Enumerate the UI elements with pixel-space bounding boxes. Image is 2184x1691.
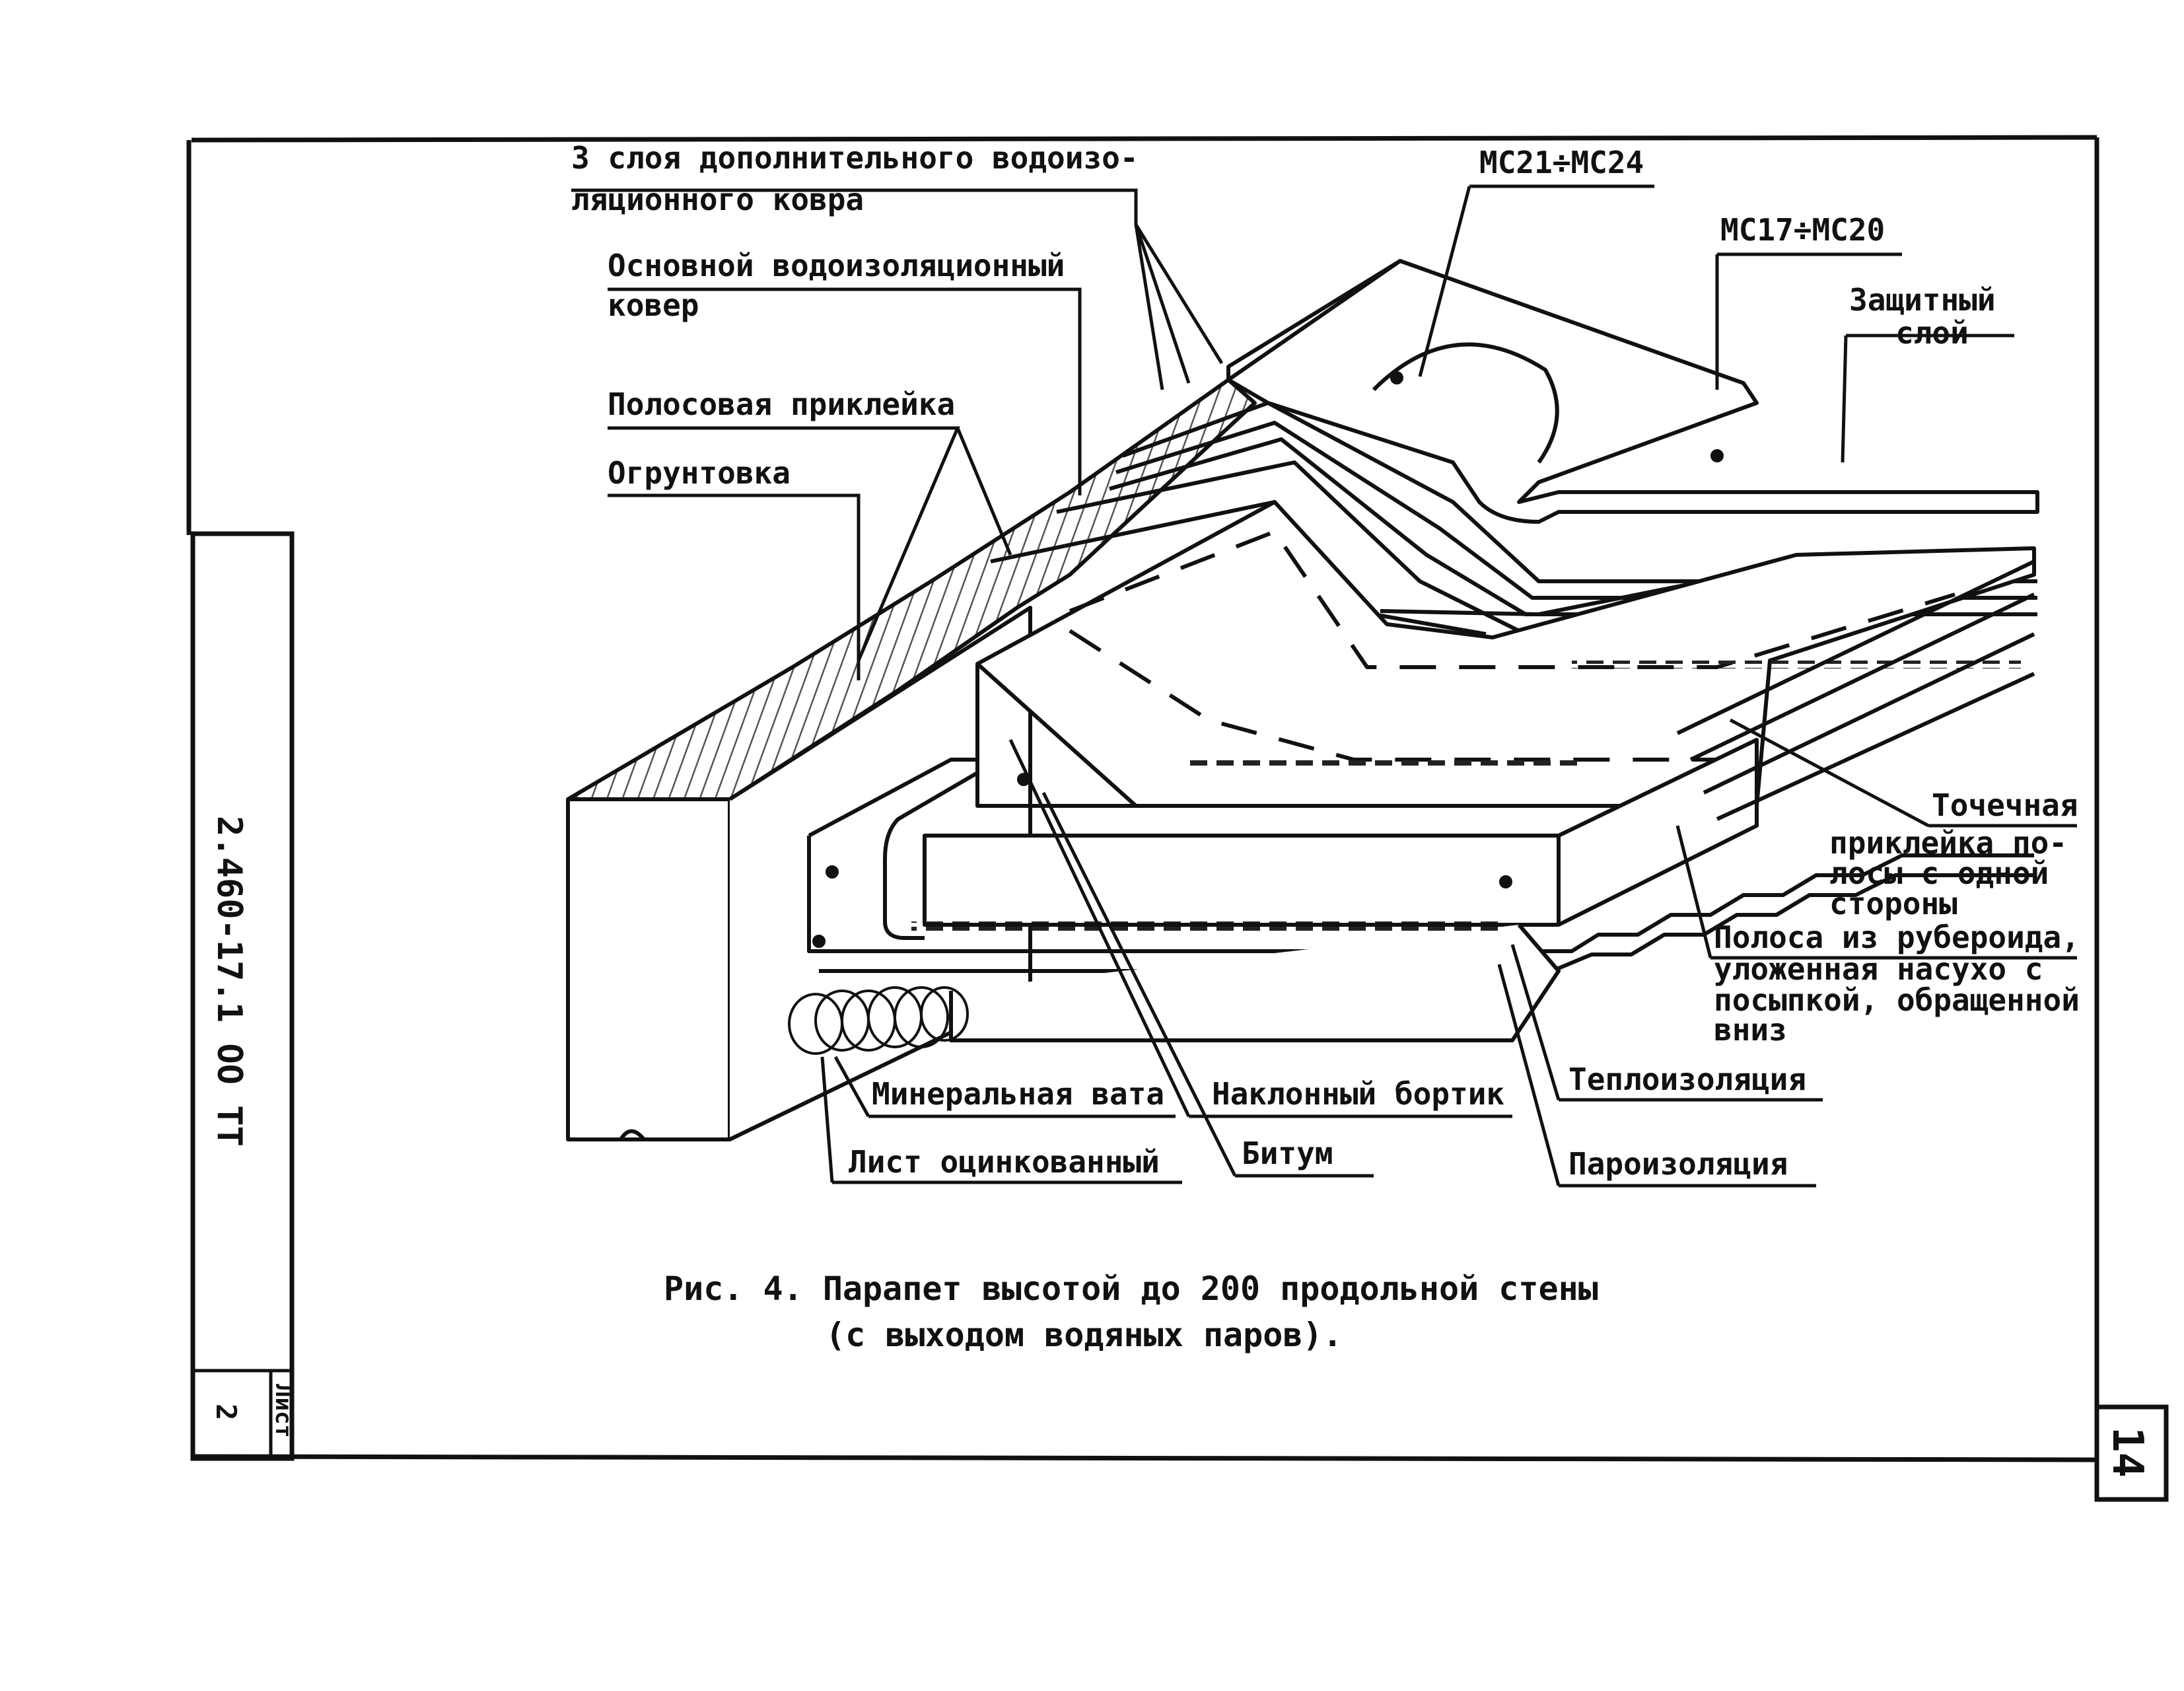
- label-ruberoid-1: Полоса из рубероида,: [1714, 919, 2080, 955]
- wall-front: [566, 797, 732, 1141]
- label-protective-2: слой: [1895, 315, 1969, 351]
- stamp-sheet-label: Лист: [270, 1384, 297, 1438]
- label-spot-4: стороны: [1829, 886, 1957, 921]
- label-strip-gluing: Полосовая приклейка: [608, 386, 955, 422]
- label-mc17: МС17÷МС20: [1720, 212, 1885, 248]
- drawing-frame: [186, 135, 2099, 1499]
- label-mineral-wool: Минеральная вата: [872, 1076, 1164, 1112]
- label-spot-3: лосы с одной: [1829, 855, 2049, 891]
- label-vapor-barrier: Пароизоляция: [1568, 1146, 1788, 1182]
- title-stamp: 2.460-17.1 ОО ТТ Лист 2: [190, 531, 297, 1461]
- parapet-illustration: [566, 259, 2039, 1141]
- figure-caption: Рис. 4. Парапет высотой до 200 продольно…: [664, 1270, 1598, 1354]
- label-primer: Огрунтовка: [608, 455, 791, 491]
- label-sloped-curb: Наклонный бортик: [1212, 1076, 1504, 1112]
- label-galvanized-sheet: Лист оцинкованный: [849, 1144, 1160, 1180]
- flashing-cap: [1226, 259, 2039, 524]
- mineral-wool: [788, 986, 969, 1055]
- label-extra-layers-1: 3 слоя дополнительного водоизо-: [571, 140, 1139, 176]
- caption-line-1: Рис. 4. Парапет высотой до 200 продольно…: [664, 1270, 1598, 1308]
- page-number: 14: [2103, 1427, 2152, 1478]
- stamp-sheet-number: 2: [210, 1404, 242, 1420]
- page-number-box: 14: [2094, 1404, 2169, 1502]
- label-main-carpet-1: Основной водоизоляционный: [608, 248, 1065, 283]
- label-protective-1: Защитный: [1849, 282, 1996, 318]
- label-spot-2: приклейка по-: [1829, 825, 2067, 861]
- deck-profile: [819, 853, 2034, 953]
- stamp-code: 2.460-17.1 ОО ТТ: [209, 816, 249, 1147]
- galvanized-sheet: [808, 758, 979, 940]
- label-main-carpet-2: ковер: [608, 287, 699, 323]
- label-ruberoid-2: уложенная насухо с: [1714, 951, 2043, 987]
- callout-labels: 3 слоя дополнительного водоизо- ляционно…: [571, 140, 2080, 1182]
- label-ruberoid-3: посыпкой, обращенной: [1714, 982, 2080, 1018]
- label-ruberoid-4: вниз: [1714, 1012, 1787, 1048]
- label-bitumen: Битум: [1242, 1135, 1333, 1171]
- leader-lines: [571, 184, 2077, 1188]
- label-thermal-insulation: Теплоизоляция: [1568, 1061, 1806, 1097]
- label-spot-1: Точечная: [1932, 787, 2078, 823]
- label-extra-layers-2: ляционного ковра: [571, 182, 864, 217]
- caption-line-2: (с выходом водяных паров).: [826, 1316, 1343, 1354]
- label-mc21: МС21÷МС24: [1479, 145, 1644, 180]
